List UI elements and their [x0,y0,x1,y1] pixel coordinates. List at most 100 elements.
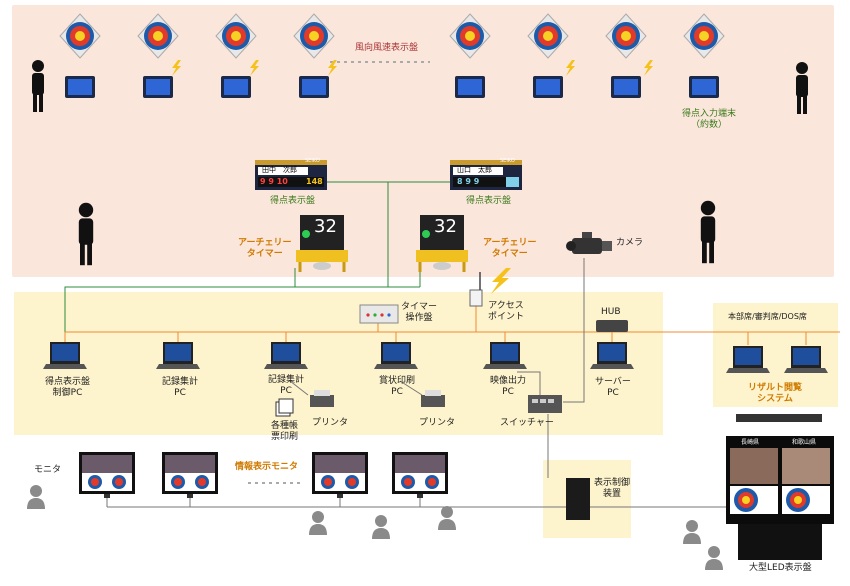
info-monitor-icon [79,452,135,498]
scoreboard-left-name: 田中 次郎 [262,166,297,174]
score-tablet-icon [611,76,641,98]
pc-label-6: サーバー PC [595,377,631,398]
info-monitor-icon [162,452,218,498]
laptop-icon [374,342,418,369]
scoreboard-right-digits: 8 9 9 [457,177,480,186]
audience-person-icon [27,485,45,509]
printer-left [310,390,334,407]
info-monitor-icon [312,452,368,498]
forms-label: 各種帳 票印刷 [271,421,299,442]
pc-label-5: 映像出力 PC [490,376,527,397]
wireless-bolts [172,60,653,294]
camera-icon [566,232,612,254]
hub-label: HUB [601,307,621,317]
large-led-display [726,414,834,560]
archery-timer-right [416,215,468,272]
pc-row [43,342,828,373]
target-icon [605,13,647,59]
led-right-name: 和歌山県 [792,439,817,446]
timer-right-value: 32 [434,216,457,237]
printer-label-right: プリンタ [419,418,456,428]
audience-person-icon [309,511,327,535]
info-monitor-label: 情報表示モニタ [235,462,299,472]
access-point-icon [469,272,483,307]
audience-person-icon [683,520,701,544]
scoreboard-left-total: 148 [306,177,323,186]
access-point-label: アクセス ポイント [488,301,525,322]
scoreboard-left [255,160,327,190]
laptop-icon [264,342,308,369]
control-zone [14,292,663,435]
monitor-label: モニタ [34,465,62,475]
audience-person-icon [705,546,723,570]
timer-control-panel [359,304,399,324]
pc-label-4: 賞状印刷 PC [379,376,416,397]
archer-figure [78,202,94,266]
scoreboard-right-seiko: SEIKO [500,158,515,164]
score-tablet-icon [689,76,719,98]
scoreboard-label-left: 得点表示盤 [270,196,316,206]
target-icon [449,13,491,59]
score-tablet-icon [221,76,251,98]
archer-figure [796,62,808,114]
archer-figure [32,60,44,112]
timer-left-value: 32 [314,216,337,237]
score-tablet-icon [299,76,329,98]
score-tablet-icon [65,76,95,98]
printer-right [421,390,445,407]
hub-icon [596,320,628,332]
laptop-icon [483,342,527,369]
display-control-label: 表示制御 装置 [594,478,631,499]
timer-panel-label: タイマー 操作盤 [401,302,438,323]
pc-label-1: 得点表示盤 制御PC [45,377,91,398]
printer-label-left: プリンタ [312,418,349,428]
target-icon [683,13,725,59]
score-tablet-icon [533,76,563,98]
laptop-icon [156,342,200,369]
scoreboard-label-right: 得点表示盤 [466,196,512,206]
scoreboard-left-digits: 9 9 10 [260,177,288,186]
info-monitor-row [79,452,448,498]
range-zone [12,5,834,277]
target-icon [59,13,101,59]
target-icon [137,13,179,59]
scoreboard-right-name: 山口 太郎 [457,166,492,174]
score-tablet-icon [143,76,173,98]
target-icon [215,13,257,59]
archer-figure [700,200,716,264]
score-terminal-label: 得点入力端末 （約数） [682,109,737,130]
info-monitor-icon [392,452,448,498]
target-icon [527,13,569,59]
display-control-device [566,478,590,520]
laptop-icon [726,346,770,373]
target-icon [293,13,335,59]
scoreboard-right [450,160,522,190]
timer-label-right: アーチェリー タイマー [483,238,537,259]
laptop-icon [590,342,634,369]
orange-network-lines [64,305,840,345]
camera-label: カメラ [616,238,644,248]
hq-title: 本部席/審判席/DOS席 [728,312,807,321]
wind-display-label: 風向風速表示盤 [355,43,419,53]
laptop-icon [43,342,87,369]
led-display-label: 大型LED表示盤 [749,563,812,573]
laptop-icon [784,346,828,373]
audience-person-icon [372,515,390,539]
led-left-name: 長崎県 [741,439,760,446]
pc-label-2: 記録集計 PC [162,377,199,398]
audience-figures [27,485,723,570]
audience-person-icon [438,506,456,530]
forms-icon [275,398,294,417]
pc-label-3: 記録集計 PC [268,375,305,396]
green-network-lines [64,181,455,340]
switcher-label: スイッチャー [500,418,554,428]
video-signal-lines [106,258,728,508]
timer-label-left: アーチェリー タイマー [238,238,292,259]
archer-figures [32,60,808,266]
result-system-label: リザルト閲覧 システム [748,383,803,404]
archery-timer-left [296,215,348,272]
switcher-icon [528,395,562,413]
score-tablet-icon [455,76,485,98]
target-row [59,13,725,98]
